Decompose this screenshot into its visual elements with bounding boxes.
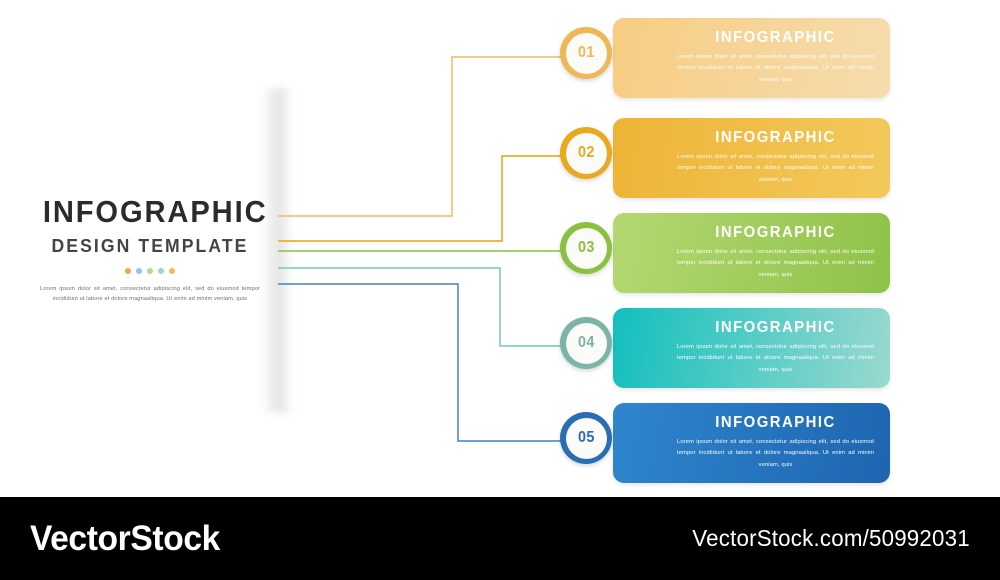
step-card-title-2: INFOGRAPHIC <box>715 129 836 146</box>
step-number-3: 03 <box>577 239 595 256</box>
connector-line-1 <box>278 56 566 217</box>
dot-3 <box>147 267 153 274</box>
step-badge-inner-4: 04 <box>565 322 607 364</box>
step-badge-inner-3: 03 <box>565 227 607 269</box>
connector-line-5 <box>278 283 566 442</box>
step-card-2[interactable]: INFOGRAPHIC Lorem ipsum dolor sit amet, … <box>613 118 890 198</box>
step-card-text-3: Lorem ipsum dolor sit amet, consectetur … <box>677 249 874 278</box>
connector-line-2 <box>278 155 566 242</box>
step-card-4[interactable]: INFOGRAPHIC Lorem ipsum dolor sit amet, … <box>613 308 890 388</box>
step-card-title-4: INFOGRAPHIC <box>715 319 836 336</box>
step-card-text-2: Lorem ipsum dolor sit amet, consectetur … <box>677 154 874 183</box>
step-row-3[interactable]: INFOGRAPHIC Lorem ipsum dolor sit amet, … <box>560 213 890 293</box>
step-card-title-1: INFOGRAPHIC <box>715 29 836 46</box>
dot-1 <box>125 267 131 274</box>
step-card-5[interactable]: INFOGRAPHIC Lorem ipsum dolor sit amet, … <box>613 403 890 483</box>
step-card-text-4: Lorem ipsum dolor sit amet, consectetur … <box>677 344 874 373</box>
step-card-3[interactable]: INFOGRAPHIC Lorem ipsum dolor sit amet, … <box>613 213 890 293</box>
step-row-4[interactable]: INFOGRAPHIC Lorem ipsum dolor sit amet, … <box>560 308 890 388</box>
step-card-1[interactable]: INFOGRAPHIC Lorem ipsum dolor sit amet, … <box>613 18 890 98</box>
step-row-5[interactable]: INFOGRAPHIC Lorem ipsum dolor sit amet, … <box>560 403 890 483</box>
step-badge-5[interactable]: 05 <box>560 412 612 464</box>
step-badge-inner-5: 05 <box>565 417 607 459</box>
step-card-title-5: INFOGRAPHIC <box>715 414 836 431</box>
step-number-1: 01 <box>577 44 595 61</box>
intro-paragraph: Lorem ipsum dolor sit amet, consectetur … <box>40 285 260 302</box>
connector-line-4 <box>278 267 566 347</box>
step-badge-1[interactable]: 01 <box>560 27 612 79</box>
step-badge-2[interactable]: 02 <box>560 127 612 179</box>
step-row-1[interactable]: INFOGRAPHIC Lorem ipsum dolor sit amet, … <box>560 18 890 98</box>
artboard: INFOGRAPHIC DESIGN TEMPLATE Lorem ipsum … <box>36 18 890 483</box>
step-card-text-1: Lorem ipsum dolor sit amet, consectetur … <box>677 54 874 83</box>
watermark-footer: VectorStock VectorStock.com/50992031 <box>0 497 1000 580</box>
dot-row <box>36 267 264 274</box>
page-subtitle: DESIGN TEMPLATE <box>51 234 249 256</box>
dot-2 <box>136 267 142 274</box>
left-column-shadow <box>262 88 292 413</box>
title-block: INFOGRAPHIC DESIGN TEMPLATE Lorem ipsum … <box>36 194 268 304</box>
step-badge-4[interactable]: 04 <box>560 317 612 369</box>
step-badge-inner-2: 02 <box>565 132 607 174</box>
brand-url: VectorStock.com/50992031 <box>692 525 970 551</box>
step-number-5: 05 <box>577 429 595 446</box>
page-title: INFOGRAPHIC <box>42 194 268 229</box>
step-card-title-3: INFOGRAPHIC <box>715 224 836 241</box>
dot-5 <box>169 267 175 274</box>
brand-logo: VectorStock <box>29 518 220 558</box>
step-number-2: 02 <box>577 144 595 161</box>
step-card-text-5: Lorem ipsum dolor sit amet, consectetur … <box>677 439 874 468</box>
step-number-4: 04 <box>577 334 595 351</box>
step-row-2[interactable]: INFOGRAPHIC Lorem ipsum dolor sit amet, … <box>560 118 890 198</box>
step-badge-inner-1: 01 <box>565 32 607 74</box>
step-badge-3[interactable]: 03 <box>560 222 612 274</box>
dot-4 <box>158 267 164 274</box>
